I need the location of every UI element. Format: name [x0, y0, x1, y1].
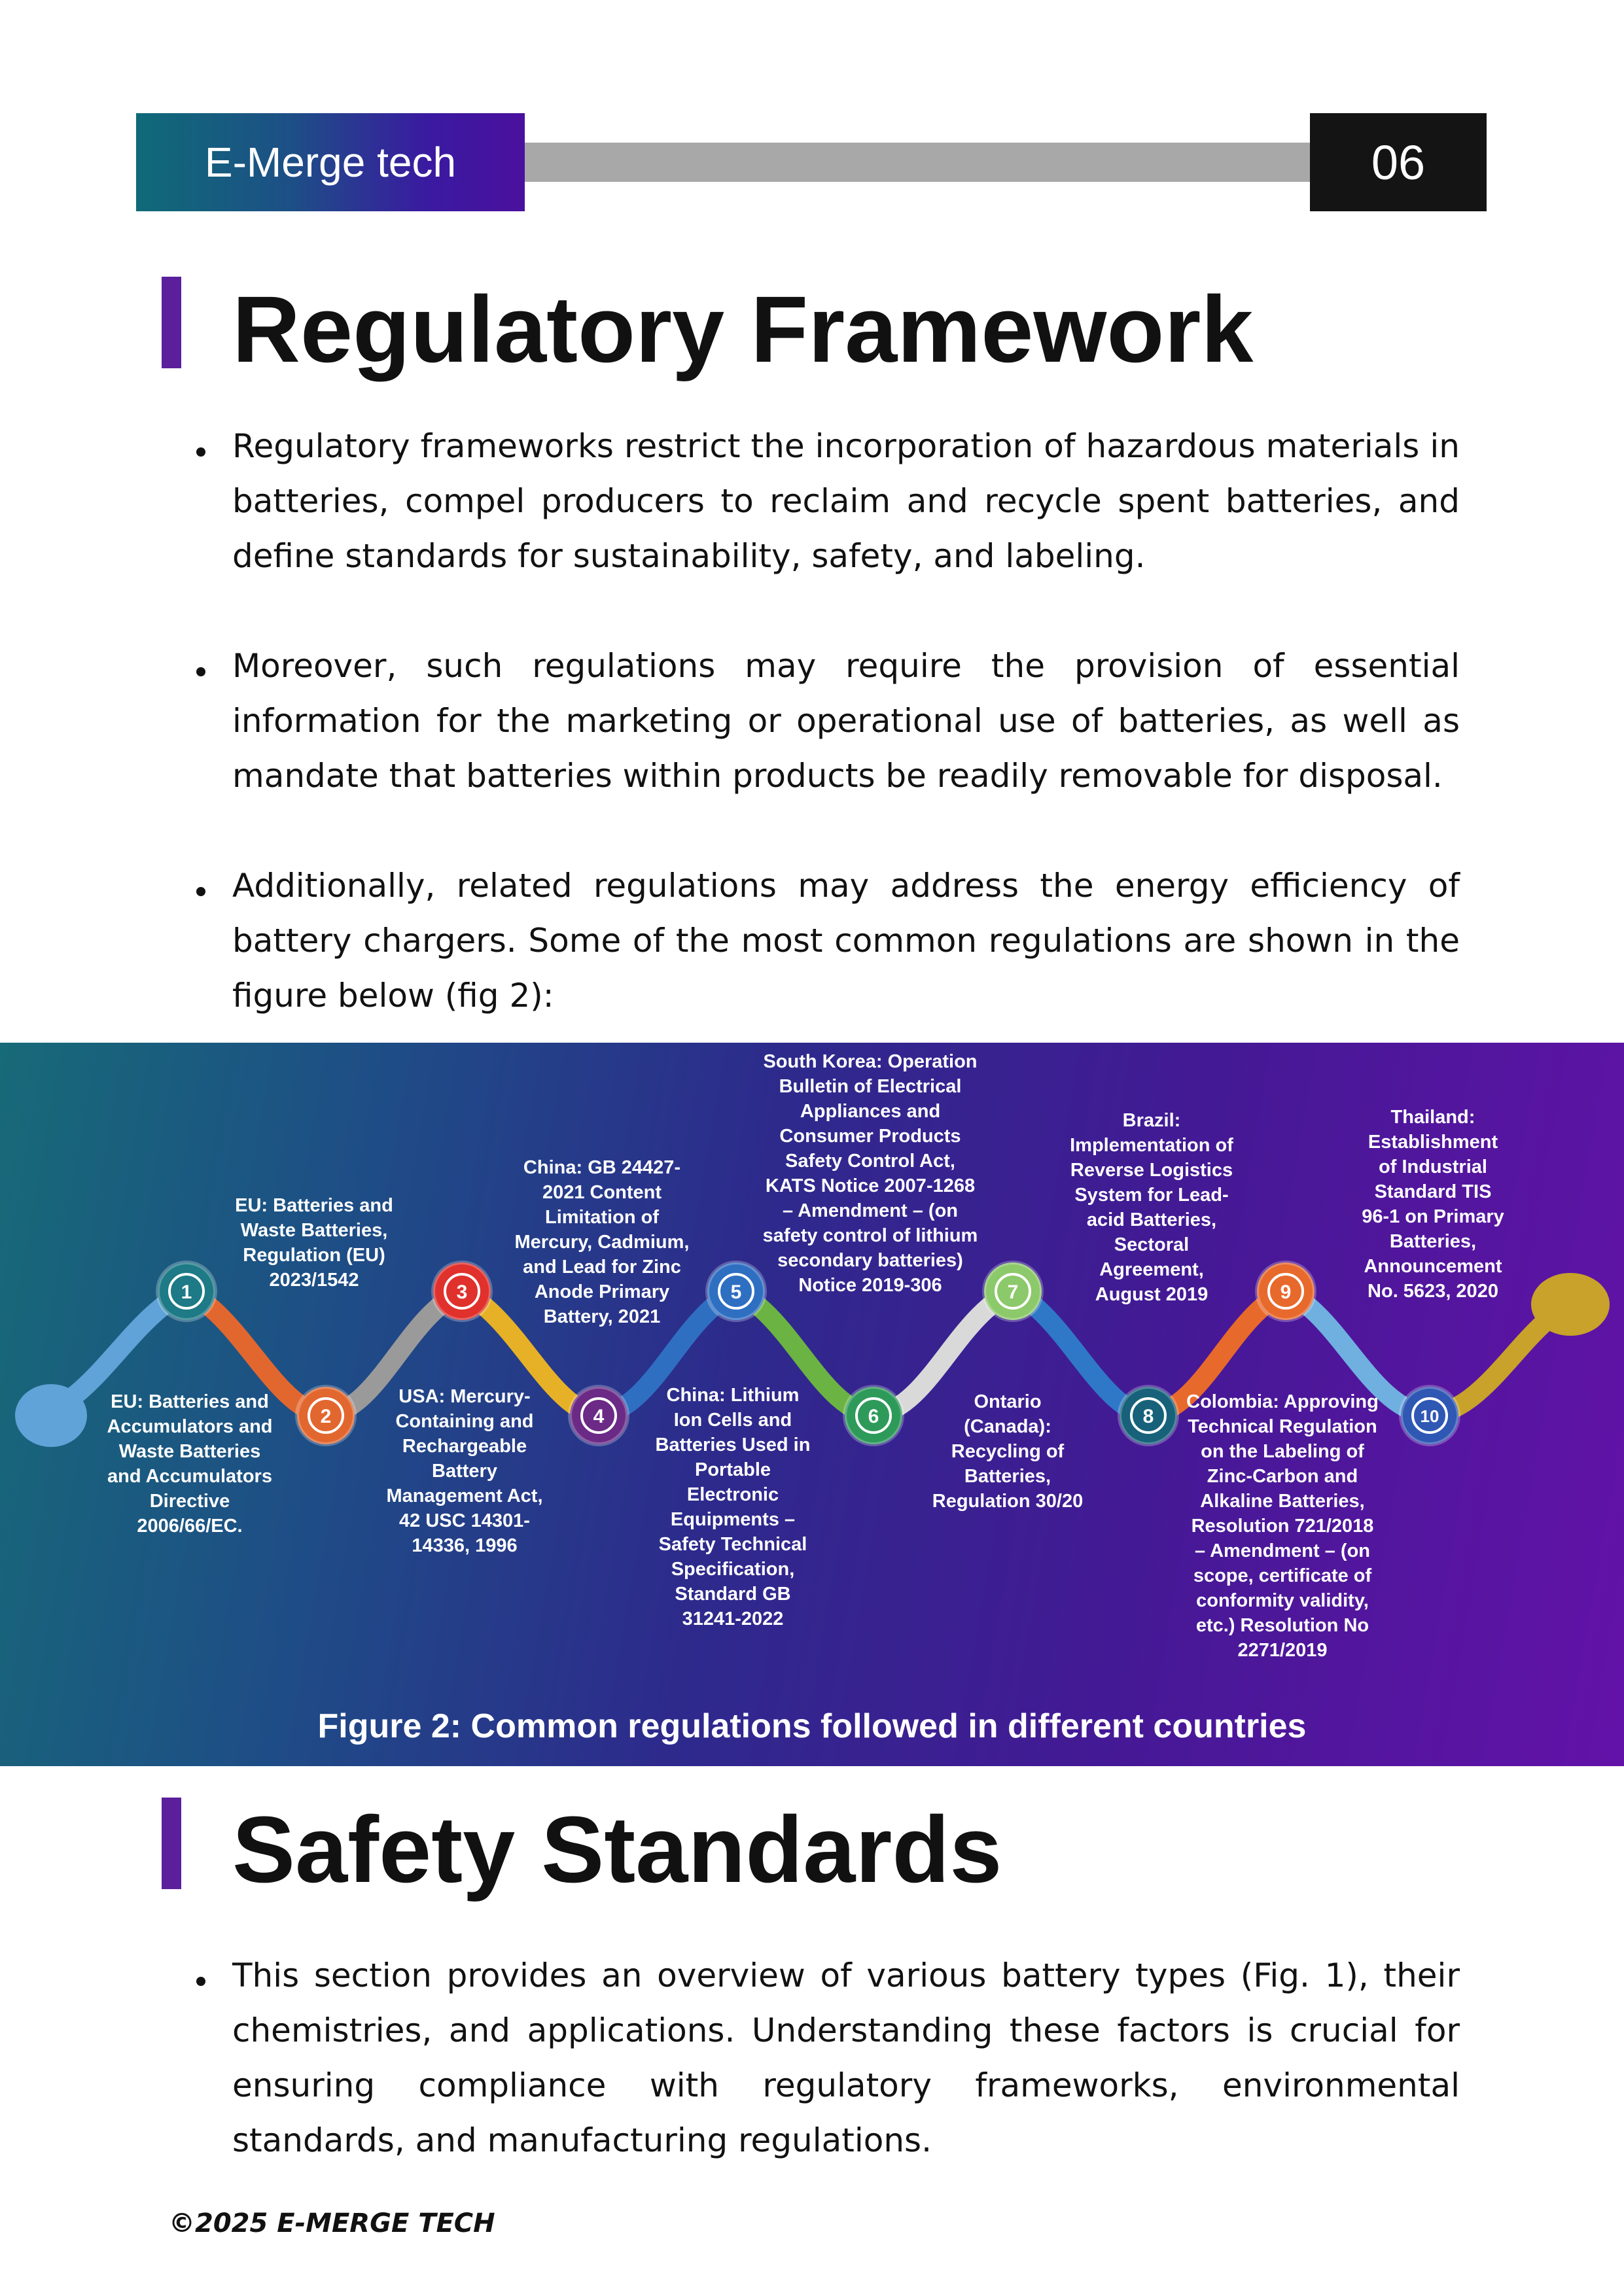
node-8-number: 8	[1143, 1406, 1154, 1427]
bullet-paragraph: Additionally, related regulations may ad…	[232, 867, 1460, 1015]
node-7-number: 7	[1008, 1281, 1019, 1303]
node-2: 2	[295, 1385, 357, 1446]
page-number: 06	[1371, 135, 1426, 190]
node-8: 8	[1118, 1385, 1179, 1446]
node-1-number: 1	[181, 1281, 192, 1303]
bullet-paragraph: Moreover, such regulations may require t…	[232, 647, 1460, 795]
label-south-korea: South Korea: Operation Bulletin of Elect…	[762, 1051, 978, 1296]
bullet-dot	[196, 887, 205, 896]
node-4: 4	[568, 1385, 629, 1446]
node-5-number: 5	[731, 1281, 742, 1303]
node-1: 1	[156, 1261, 217, 1322]
brand-name: E-Merge tech	[204, 139, 457, 186]
figure-caption: Figure 2: Common regulations followed in…	[317, 1707, 1307, 1745]
regulations-figure: 1 2 3 4 5 6 7	[0, 1043, 1624, 1766]
node-5: 5	[705, 1261, 767, 1322]
header-divider-bar	[525, 143, 1310, 182]
label-brazil: Brazil: Implementation of Reverse Logist…	[1070, 1110, 1233, 1305]
label-usa-mercury-act: USA: Mercury- Containing and Rechargeabl…	[386, 1386, 543, 1556]
section-title-safety: Safety Standards	[232, 1797, 1002, 1902]
bullet-paragraph: Regulatory frameworks restrict the incor…	[232, 427, 1460, 575]
page-number-box: 06	[1310, 113, 1487, 211]
node-4-number: 4	[593, 1406, 605, 1427]
regulations-wave-diagram: 1 2 3 4 5 6 7	[15, 1261, 1610, 1447]
label-colombia: Colombia: Approving Technical Regulation…	[1186, 1391, 1379, 1661]
bullet-dot	[196, 667, 205, 676]
wave-end-cap	[1531, 1273, 1610, 1336]
node-2-number: 2	[321, 1406, 332, 1427]
node-10-number: 10	[1421, 1406, 1439, 1426]
node-6: 6	[843, 1385, 904, 1446]
node-10: 10	[1399, 1385, 1460, 1446]
node-9: 9	[1255, 1261, 1316, 1322]
bullet-paragraph: This section provides an overview of var…	[232, 1957, 1460, 2159]
node-3-number: 3	[457, 1281, 468, 1303]
label-china-lithium: China: Lithium Ion Cells and Batteries U…	[655, 1385, 811, 1629]
bullet-dot	[196, 447, 205, 457]
label-ontario: Ontario (Canada): Recycling of Batteries…	[932, 1391, 1084, 1512]
section-title-regulatory: Regulatory Framework	[232, 277, 1254, 382]
brand-banner: E-Merge tech	[136, 113, 525, 211]
footer-copyright: ©2025 E-MERGE TECH	[169, 2208, 495, 2238]
bullet-dot	[196, 1977, 205, 1986]
wave-start-cap	[15, 1384, 87, 1447]
node-9-number: 9	[1280, 1281, 1292, 1303]
label-thailand: Thailand: Establishment of Industrial St…	[1362, 1107, 1504, 1302]
label-eu-directive: EU: Batteries and Accumulators and Waste…	[107, 1391, 273, 1537]
node-7: 7	[982, 1261, 1044, 1322]
node-6-number: 6	[868, 1406, 879, 1427]
label-china-gb24427: China: GB 24427- 2021 Content Limitation…	[514, 1157, 690, 1327]
section-marker	[162, 277, 181, 368]
label-eu-batteries-regulation: EU: Batteries and Waste Batteries, Regul…	[235, 1195, 393, 1291]
section-marker	[162, 1798, 181, 1889]
node-3: 3	[431, 1261, 493, 1322]
